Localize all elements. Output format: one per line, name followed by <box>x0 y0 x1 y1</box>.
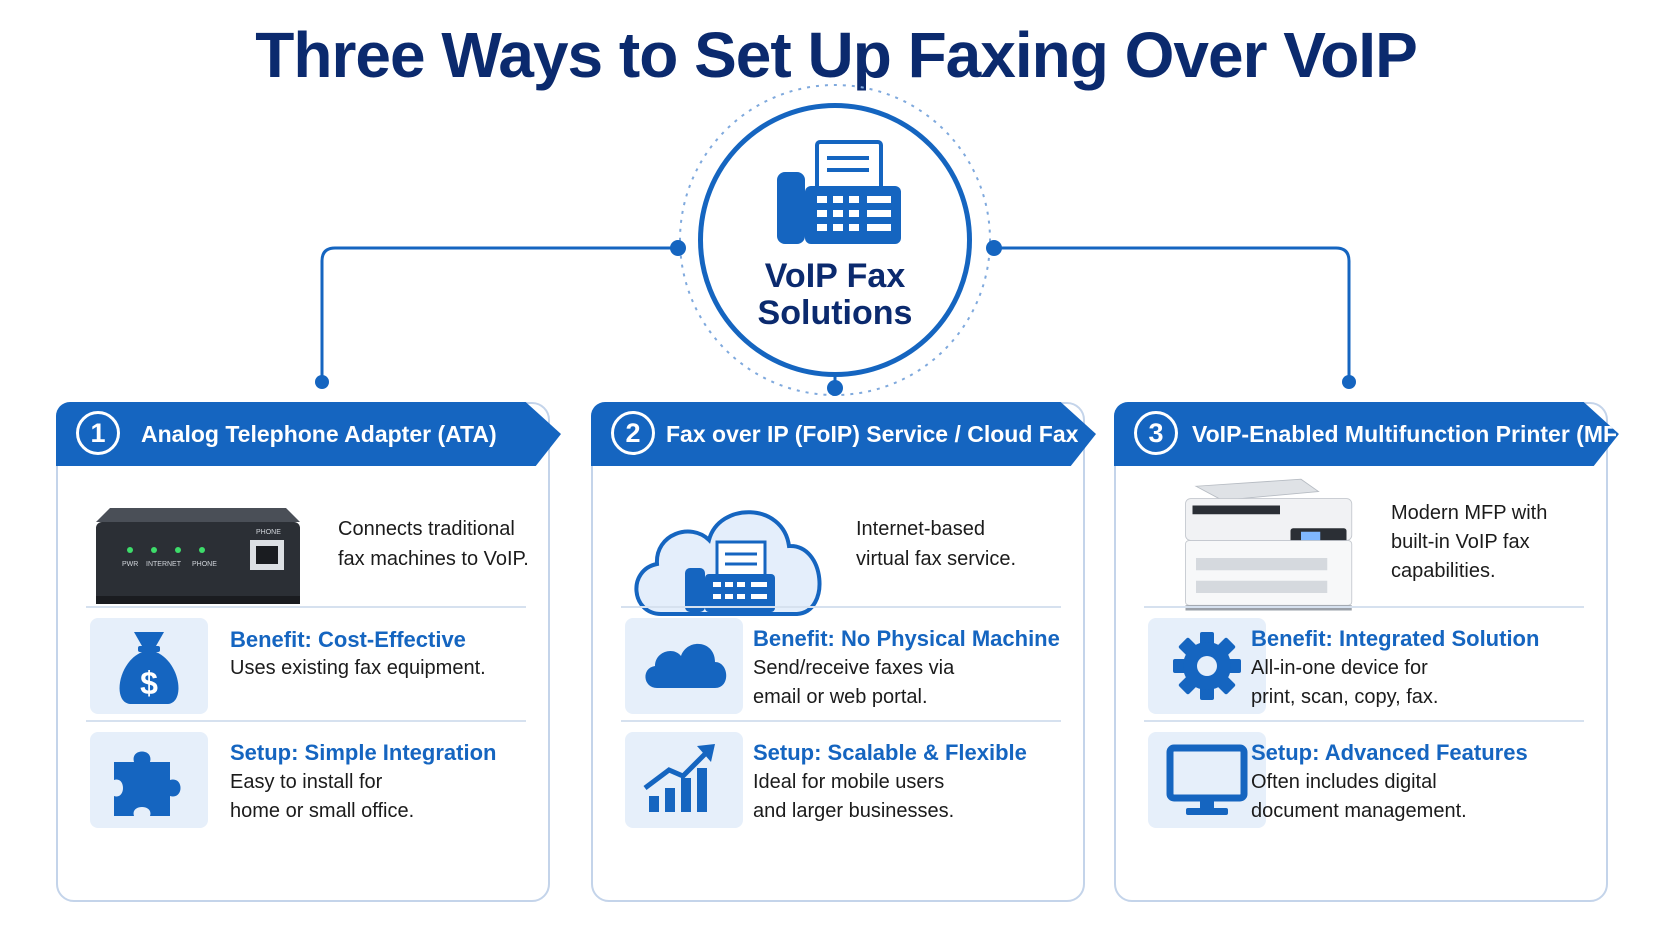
card-description: Internet-based virtual fax service. <box>856 518 1017 570</box>
step-number: 1 <box>76 411 120 455</box>
cloud-fax-image <box>634 510 822 616</box>
puzzle-piece-icon <box>90 732 208 828</box>
setup-text: Often includes digital document manageme… <box>1251 771 1467 822</box>
card-header: 2 Fax over IP (FoIP) Service / Cloud Fax <box>591 402 1096 466</box>
gear-icon <box>1148 618 1266 714</box>
setup-title: Setup: Advanced Features <box>1251 740 1528 765</box>
divider <box>621 720 1061 722</box>
card-ata: 1 Analog Telephone Adapter (ATA) PWR INT… <box>56 402 561 902</box>
card-foip: 2 Fax over IP (FoIP) Service / Cloud Fax… <box>591 402 1096 902</box>
mfp-printer-image <box>1185 478 1353 611</box>
divider <box>1144 606 1584 608</box>
led-label-internet: INTERNET <box>146 561 182 568</box>
benefit-title: Benefit: Cost-Effective <box>230 627 466 652</box>
ata-device-image: PWR INTERNET PHONE PHONE <box>96 508 300 604</box>
card-mfp: 3 VoIP-Enabled Multifunction Printer (MF… <box>1114 402 1619 902</box>
setup-text: Easy to install for home or small office… <box>230 771 415 822</box>
hub-label: VoIP Fax Solutions <box>757 257 913 332</box>
cloud-icon <box>625 618 743 714</box>
step-number: 2 <box>611 411 655 455</box>
benefit-text: Send/receive faxes via email or web port… <box>753 657 955 708</box>
divider <box>621 606 1061 608</box>
divider <box>1144 720 1584 722</box>
divider <box>86 606 526 608</box>
setup-title: Setup: Scalable & Flexible <box>753 740 1027 765</box>
card-description: Modern MFP with built-in VoIP fax capabi… <box>1391 502 1548 582</box>
card-header: 3 VoIP-Enabled Multifunction Printer (MF… <box>1114 402 1619 466</box>
led-label-pwr: PWR <box>122 561 138 568</box>
monitor-icon <box>1148 732 1266 828</box>
benefit-text: All-in-one device for print, scan, copy,… <box>1251 657 1439 708</box>
port-label: PHONE <box>256 529 281 536</box>
svg-text:$: $ <box>140 665 158 701</box>
fax-machine-icon <box>777 140 901 244</box>
card-title: Fax over IP (FoIP) Service / Cloud Fax <box>666 421 1079 447</box>
page-title: Three Ways to Set Up Faxing Over VoIP <box>255 19 1418 91</box>
card-header: 1 Analog Telephone Adapter (ATA) <box>56 402 561 466</box>
card-title: Analog Telephone Adapter (ATA) <box>141 421 497 447</box>
step-number: 3 <box>1134 411 1178 455</box>
growth-chart-icon <box>625 732 743 828</box>
benefit-title: Benefit: Integrated Solution <box>1251 626 1540 651</box>
setup-text: Ideal for mobile users and larger busine… <box>753 771 955 822</box>
money-bag-icon: $ <box>90 618 208 714</box>
card-description: Connects traditional fax machines to VoI… <box>338 518 529 570</box>
benefit-title: Benefit: No Physical Machine <box>753 626 1060 651</box>
led-label-phone: PHONE <box>192 561 217 568</box>
divider <box>86 720 526 722</box>
card-title: VoIP-Enabled Multifunction Printer (MFP) <box>1192 421 1641 447</box>
hub-circle: VoIP Fax Solutions <box>698 103 972 377</box>
setup-title: Setup: Simple Integration <box>230 740 497 765</box>
benefit-text: Uses existing fax equipment. <box>230 657 486 679</box>
